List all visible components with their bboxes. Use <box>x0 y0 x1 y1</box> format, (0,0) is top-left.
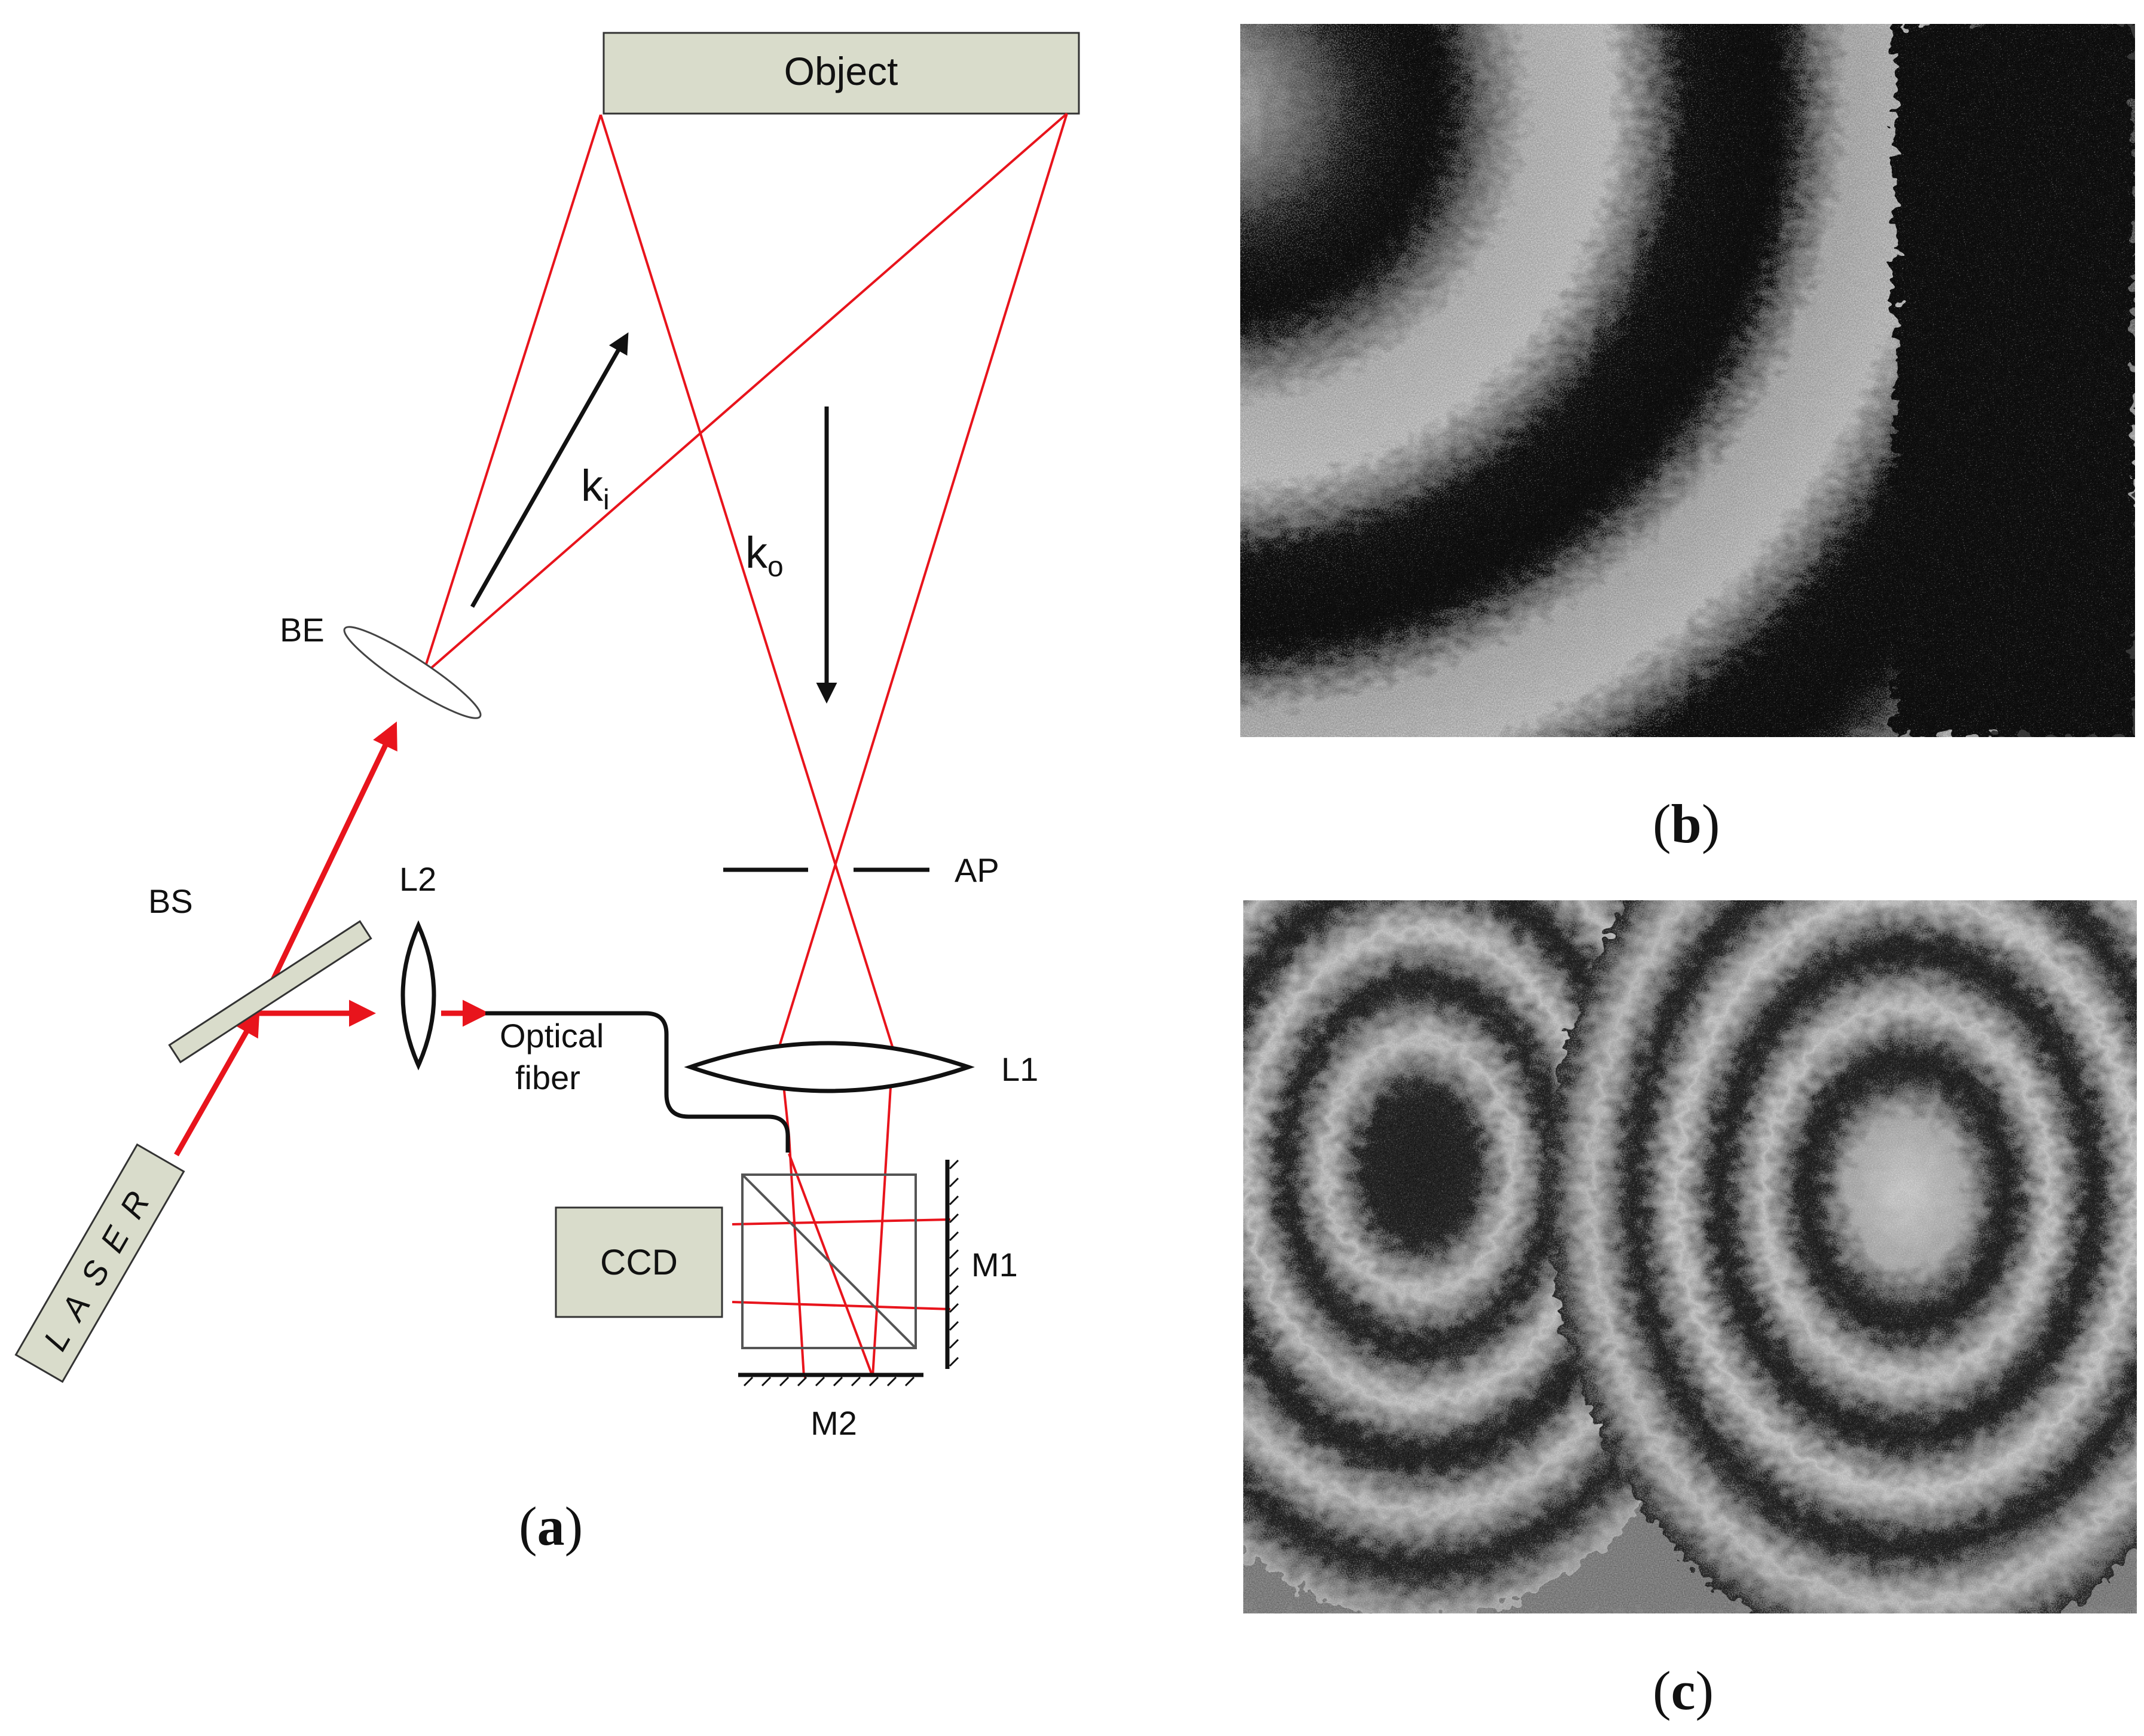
object-box: Object <box>602 32 1080 115</box>
m2-label: M2 <box>811 1404 857 1442</box>
caption-a: (a) <box>519 1496 583 1557</box>
m1-label: M1 <box>971 1246 1018 1283</box>
svg-text:ko: ko <box>745 528 784 583</box>
mirror-m2: M2 <box>738 1373 923 1442</box>
bs-label: BS <box>148 882 193 920</box>
optical-fiber: Optical fiber <box>485 1011 790 1153</box>
beam-splitter-cube <box>741 1173 917 1349</box>
illumination-beams <box>421 112 1068 677</box>
k-o-subscript: o <box>767 551 784 583</box>
k-i-subscript: i <box>603 484 610 516</box>
caption-c: (c) <box>1653 1660 1714 1721</box>
lens-l1: L1 <box>684 1041 1038 1093</box>
optical-fiber-label-line2: fiber <box>515 1059 580 1096</box>
optical-fiber-label-line1: Optical <box>500 1017 604 1055</box>
panel-c-image <box>1243 900 2137 1613</box>
mirror-m1: M1 <box>945 1159 1018 1369</box>
aperture: AP <box>723 851 999 889</box>
lens-l2: L2 <box>399 860 436 1071</box>
k-i-label: k <box>581 461 604 511</box>
object-label: Object <box>784 49 898 93</box>
beam-splitter: BS <box>148 882 372 1063</box>
caption-b: (b) <box>1653 793 1720 854</box>
k-i-arrow: ki <box>470 332 629 608</box>
caption-b-letter: b <box>1671 793 1702 854</box>
laser-beam <box>174 721 490 1157</box>
beam-expander-lens: BE <box>280 611 482 719</box>
caption-a-letter: a <box>537 1496 565 1557</box>
ccd-camera: CCD <box>555 1206 723 1318</box>
laser-source: LASER <box>14 1143 185 1383</box>
panel-b-image <box>1240 24 2135 737</box>
svg-text:ki: ki <box>581 461 610 516</box>
ccd-label: CCD <box>600 1242 678 1282</box>
k-o-arrow: ko <box>745 407 837 704</box>
observation-beams <box>600 113 1068 1378</box>
panel-a-diagram: Object ki ko <box>14 32 1080 1442</box>
l1-label: L1 <box>1001 1050 1038 1088</box>
k-o-label: k <box>745 528 768 577</box>
caption-c-letter: c <box>1671 1660 1696 1721</box>
be-label: BE <box>280 611 325 649</box>
laser-label: LASER <box>36 1170 165 1357</box>
ap-label: AP <box>955 851 999 889</box>
l2-label: L2 <box>399 860 436 898</box>
